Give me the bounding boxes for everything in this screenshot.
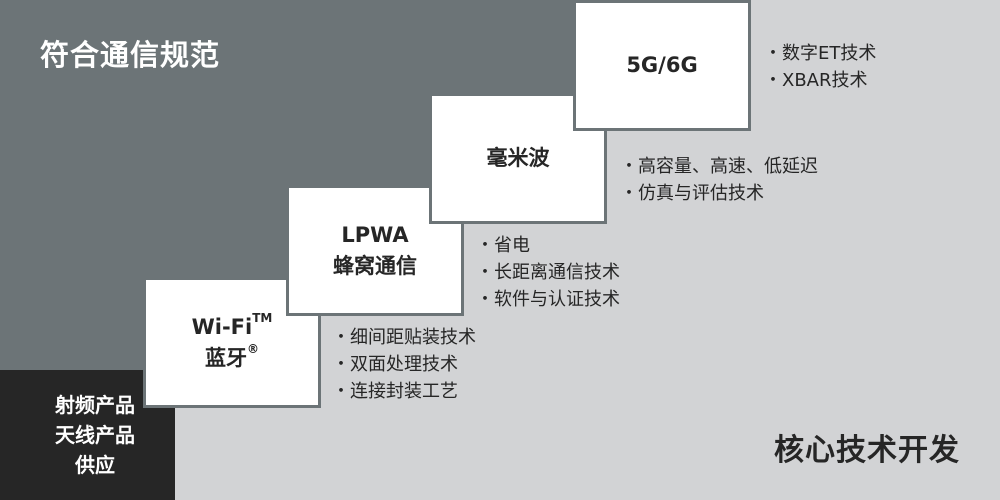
title-compliance: 符合通信规范 — [40, 38, 221, 72]
bullets-lpwa: 省电 长距离通信技术 软件与认证技术 — [476, 232, 620, 313]
step-label: 蓝牙 — [205, 345, 247, 370]
trademark-mark: TM — [252, 310, 273, 325]
bullet-item: 长距离通信技术 — [476, 259, 620, 286]
bullet-item: XBAR技术 — [764, 67, 876, 94]
bullet-item: 仿真与评估技术 — [620, 180, 818, 207]
registered-mark: ® — [247, 341, 259, 356]
step-label: Wi-Fi — [191, 314, 253, 339]
step-label: 毫米波 — [486, 146, 550, 170]
bullet-item: 软件与认证技术 — [476, 286, 620, 313]
title-core-tech: 核心技术开发 — [774, 433, 960, 468]
supply-line: 天线产品 — [55, 423, 135, 447]
step-label: LPWA — [341, 222, 409, 247]
bullets-5g6g: 数字ET技术 XBAR技术 — [764, 40, 876, 94]
bullet-item: 连接封装工艺 — [332, 378, 476, 405]
step-5g6g: 5G/6G — [573, 0, 751, 131]
bullets-wifi: 细间距贴装技术 双面处理技术 连接封装工艺 — [332, 324, 476, 405]
bullet-item: 数字ET技术 — [764, 40, 876, 67]
bullet-item: 细间距贴装技术 — [332, 324, 476, 351]
bullets-mmwave: 高容量、高速、低延迟 仿真与评估技术 — [620, 153, 818, 207]
bullet-item: 双面处理技术 — [332, 351, 476, 378]
step-label: 蜂窝通信 — [333, 253, 417, 278]
step-label: 5G/6G — [626, 53, 698, 77]
bullet-item: 高容量、高速、低延迟 — [620, 153, 818, 180]
bullet-item: 省电 — [476, 232, 620, 259]
supply-line: 供应 — [75, 453, 115, 477]
supply-line: 射频产品 — [55, 393, 135, 417]
supply-box: 射频产品 天线产品 供应 — [0, 370, 175, 500]
